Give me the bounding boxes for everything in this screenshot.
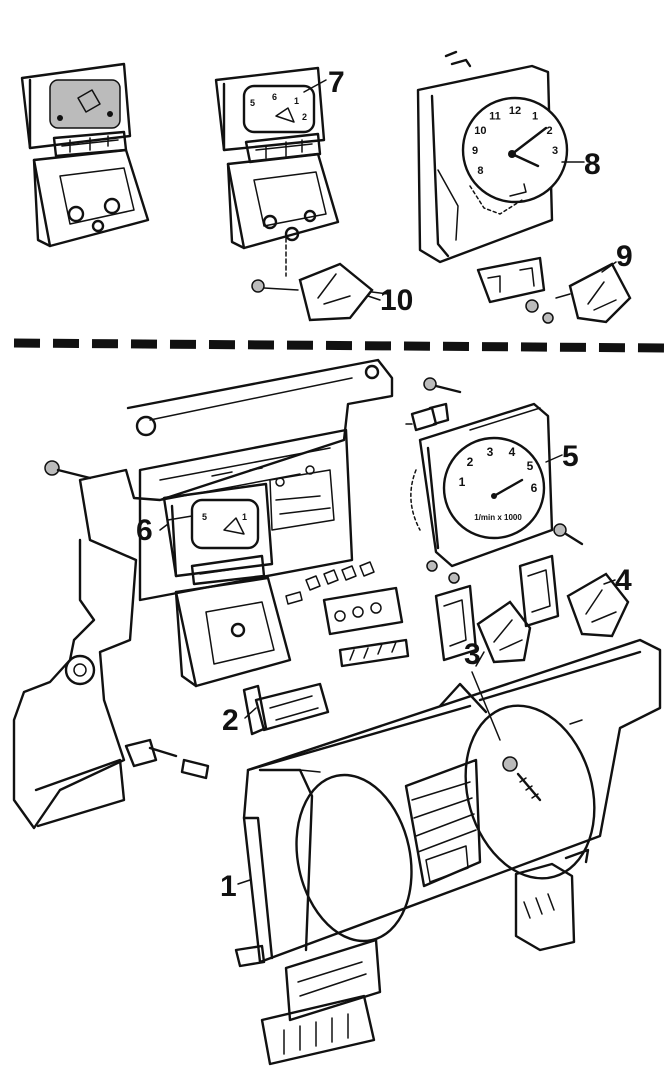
small-clock-9 bbox=[476, 256, 632, 324]
section-divider bbox=[13, 338, 665, 353]
callout-1: 1 bbox=[220, 870, 237, 903]
bolt-left bbox=[44, 460, 92, 480]
svg-text:1: 1 bbox=[242, 512, 247, 522]
small-clock-10 bbox=[251, 262, 389, 322]
clock-numeral-8: 8 bbox=[477, 165, 483, 177]
tacho-tick-1: 1 bbox=[459, 475, 466, 489]
connectors-top bbox=[405, 377, 462, 432]
screw-washer bbox=[502, 756, 542, 802]
clock-numeral-11: 11 bbox=[489, 110, 501, 122]
clock-numeral-9: 9 bbox=[472, 145, 478, 157]
circuit-board bbox=[138, 428, 354, 602]
bulb-holders bbox=[285, 561, 410, 668]
tacho-tick-2: 2 bbox=[467, 455, 474, 469]
clock-numeral-1: 1 bbox=[532, 110, 538, 122]
tacho-unit-label: 1/min x 1000 bbox=[474, 513, 522, 522]
callout-3: 3 bbox=[464, 638, 481, 671]
callout-9: 9 bbox=[616, 240, 633, 273]
svg-text:1: 1 bbox=[294, 96, 299, 106]
callout-5: 5 bbox=[562, 440, 579, 473]
leader-lines bbox=[159, 79, 617, 885]
clock-numeral-12: 12 bbox=[509, 105, 521, 117]
svg-text:2: 2 bbox=[302, 112, 307, 122]
switch-unit-2 bbox=[242, 682, 330, 736]
tacho-tick-4: 4 bbox=[509, 445, 516, 459]
callout-2: 2 bbox=[222, 704, 239, 737]
gauge-module-basic bbox=[20, 62, 150, 248]
tacho-tick-6: 6 bbox=[531, 481, 538, 495]
callout-4: 4 bbox=[615, 564, 632, 597]
tacho-tick-5: 5 bbox=[527, 459, 534, 473]
clock-numeral-10: 10 bbox=[474, 125, 486, 137]
cluster-housing-1 bbox=[234, 638, 662, 968]
callout-10: 10 bbox=[380, 284, 413, 317]
callout-7: 7 bbox=[328, 66, 345, 99]
callout-8: 8 bbox=[584, 148, 601, 181]
clock-numeral-3: 3 bbox=[552, 145, 558, 157]
small-gauge-3 bbox=[434, 572, 532, 664]
tachometer-5: 1 2 3 4 5 6 1/min x 1000 bbox=[410, 402, 584, 572]
tacho-tick-3: 3 bbox=[487, 445, 494, 459]
lamp-socket bbox=[124, 738, 210, 780]
svg-text:5: 5 bbox=[250, 98, 255, 108]
svg-text:5: 5 bbox=[202, 512, 207, 522]
gauge-module-with-clock: 5 6 12 bbox=[214, 66, 340, 277]
mounting-plate bbox=[12, 358, 394, 830]
small-gauge-4 bbox=[518, 554, 630, 638]
callout-6: 6 bbox=[136, 514, 153, 547]
clock-numeral-2: 2 bbox=[547, 125, 553, 137]
retaining-clips bbox=[260, 848, 590, 1066]
svg-text:6: 6 bbox=[272, 92, 277, 102]
